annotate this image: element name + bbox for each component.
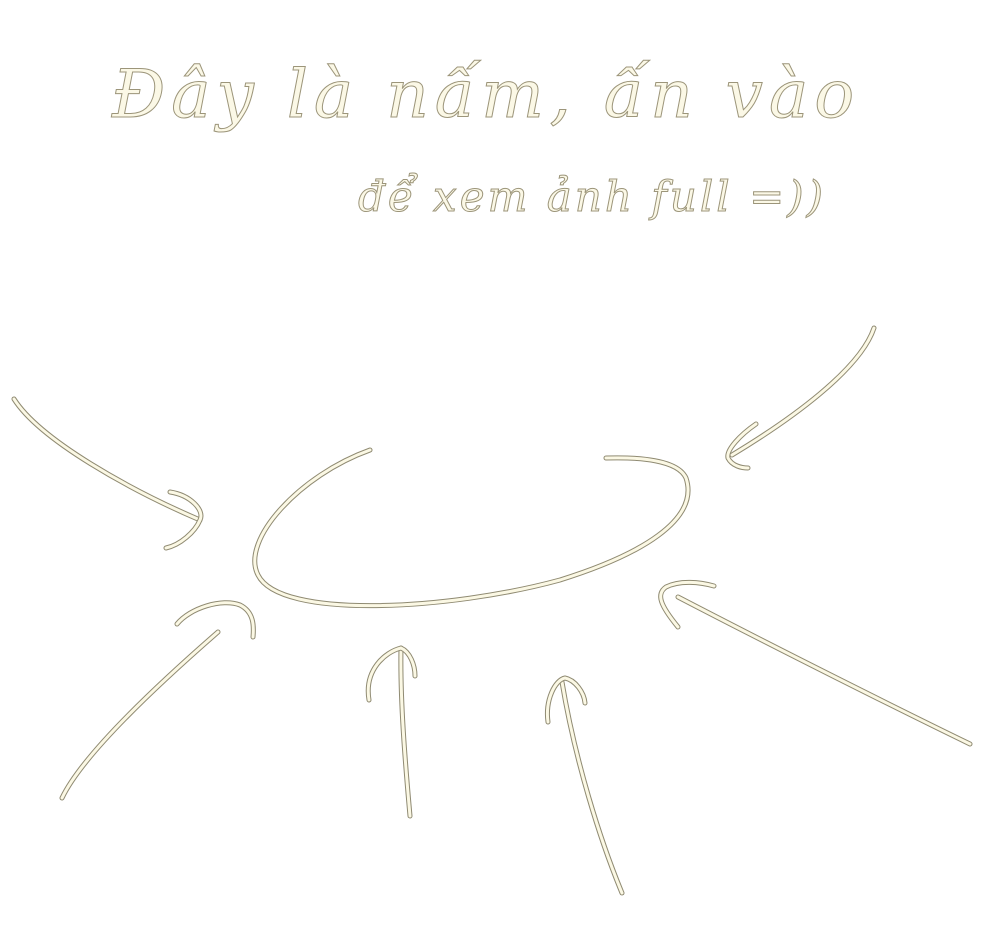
- arrow-top-right: [725, 325, 877, 471]
- arrow-bottom-left: [59, 600, 256, 801]
- arrow-bottom-right: [658, 579, 973, 747]
- arrow-bottom-center-right: [544, 675, 625, 896]
- arrow-bottom-center: [365, 645, 418, 819]
- center-shape: [252, 447, 691, 609]
- arrow-top-left: [11, 396, 204, 551]
